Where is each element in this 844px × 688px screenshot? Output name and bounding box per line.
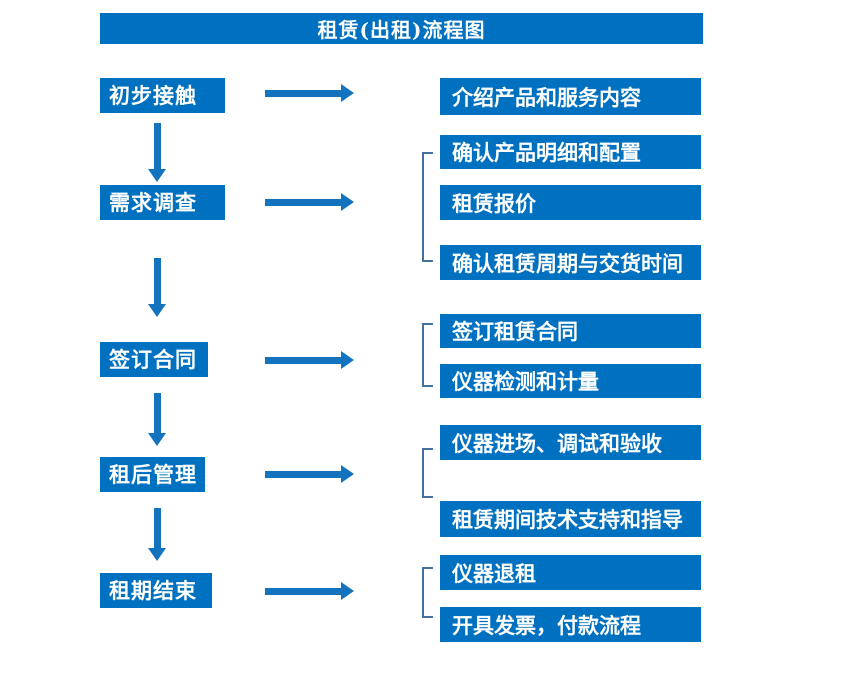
down-arrow-3-head: [148, 433, 166, 446]
right-arrow-5-shaft: [265, 588, 341, 595]
right-arrow-5-head: [341, 582, 354, 600]
output-box-tech-support: 租赁期间技术支持和指导: [440, 501, 701, 537]
right-arrow-2-head: [341, 193, 354, 211]
right-arrow-3-shaft: [265, 357, 341, 364]
output-box-sign-lease: 签订租赁合同: [440, 314, 701, 348]
down-arrow-2-head: [148, 304, 166, 317]
bracket-group-2: [422, 152, 433, 262]
down-arrow-1-shaft: [154, 123, 161, 169]
step-box-initial-contact: 初步接触: [100, 78, 225, 113]
right-arrow-4-head: [341, 465, 354, 483]
step-box-rental-end: 租期结束: [100, 573, 212, 608]
right-arrow-3-head: [341, 351, 354, 369]
right-arrow-4-shaft: [265, 471, 341, 478]
right-arrow-1-shaft: [265, 90, 341, 97]
output-box-confirm-period: 确认租赁周期与交货时间: [440, 245, 701, 280]
output-box-invoice-payment: 开具发票，付款流程: [440, 607, 701, 642]
down-arrow-1-head: [148, 169, 166, 182]
down-arrow-3-shaft: [154, 393, 161, 433]
bracket-group-5: [422, 567, 433, 618]
bracket-group-4: [422, 448, 433, 498]
step-box-post-rental-mgmt: 租后管理: [100, 457, 205, 492]
output-box-rental-quote: 租赁报价: [440, 185, 701, 220]
title-bar: 租赁(出租)流程图: [100, 13, 703, 44]
output-box-confirm-details: 确认产品明细和配置: [440, 135, 701, 169]
output-box-setup-acceptance: 仪器进场、调试和验收: [440, 425, 701, 460]
page-title: 租赁(出租)流程图: [317, 18, 486, 42]
bracket-group-3: [422, 323, 433, 387]
right-arrow-1-head: [341, 84, 354, 102]
down-arrow-4-head: [148, 548, 166, 561]
step-box-demand-survey: 需求调查: [100, 185, 225, 220]
step-box-sign-contract: 签订合同: [100, 342, 208, 377]
right-arrow-2-shaft: [265, 199, 341, 206]
output-box-return-device: 仪器退租: [440, 555, 701, 590]
down-arrow-4-shaft: [154, 508, 161, 548]
output-box-inspection: 仪器检测和计量: [440, 364, 701, 398]
down-arrow-2-shaft: [154, 258, 161, 304]
output-box-intro-products: 介绍产品和服务内容: [440, 78, 701, 115]
